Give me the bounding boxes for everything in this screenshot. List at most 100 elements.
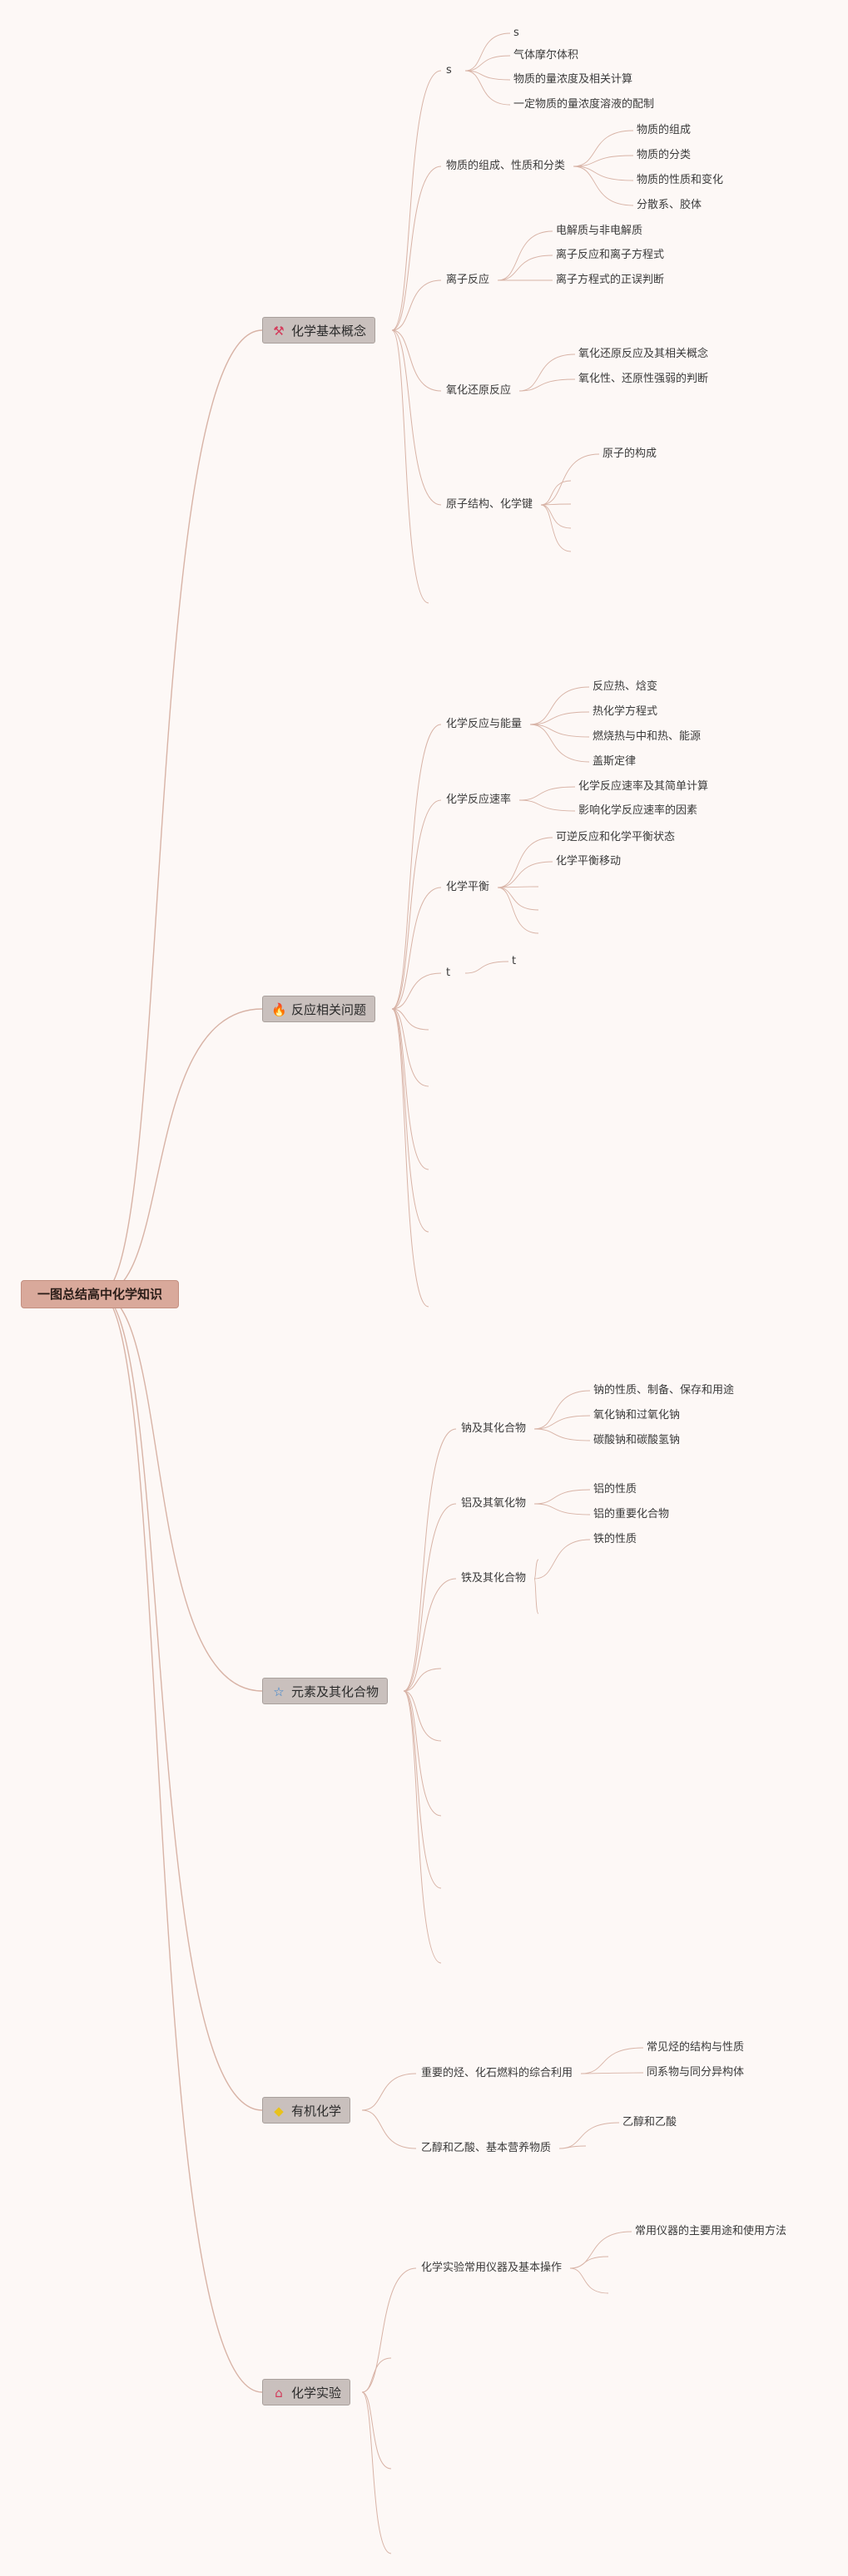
leaf-topic[interactable]: 化学反应速率及其简单计算 xyxy=(578,780,709,793)
connector-line xyxy=(580,2047,644,2074)
home-icon: ⌂ xyxy=(275,2386,283,2400)
subtopic[interactable]: 铝及其氧化物 xyxy=(461,1497,527,1510)
connector-line xyxy=(533,1390,591,1430)
connector-line xyxy=(391,329,429,604)
leaf-topic[interactable]: 氧化还原反应及其相关概念 xyxy=(578,348,709,360)
leaf-topic[interactable]: 常用仪器的主要用途和使用方法 xyxy=(635,2225,787,2237)
connector-line xyxy=(403,1578,457,1692)
connector-line xyxy=(391,279,442,331)
subtopic[interactable]: 化学反应与能量 xyxy=(446,718,523,730)
leaf-topic[interactable]: 盖斯定律 xyxy=(593,755,637,768)
leaf-topic[interactable]: 物质的性质和变化 xyxy=(637,174,724,186)
subtopic[interactable]: 原子结构、化学键 xyxy=(446,498,533,511)
leaf-topic[interactable]: t xyxy=(512,955,517,967)
leaf-topic[interactable]: 物质的分类 xyxy=(637,149,692,161)
connector-line xyxy=(99,329,263,1295)
leaf-topic[interactable]: 影响化学反应速率的因素 xyxy=(578,804,698,817)
connector-line xyxy=(533,1503,591,1515)
leaf-topic[interactable]: 钠的性质、制备、保存和用途 xyxy=(593,1384,735,1397)
subtopic[interactable]: 重要的烃、化石燃料的综合利用 xyxy=(421,2067,573,2079)
connector-line xyxy=(403,1503,457,1692)
connector-line xyxy=(569,2231,632,2269)
branch-topic[interactable]: ◆ 有机化学 xyxy=(262,2097,351,2124)
leaf-topic[interactable]: 氧化钠和过氧化钠 xyxy=(593,1409,681,1421)
connector-line xyxy=(464,70,511,106)
connector-line xyxy=(464,32,511,72)
connector-line xyxy=(99,1293,263,2393)
connector-line xyxy=(529,724,590,738)
subtopic[interactable]: 物质的组成、性质和分类 xyxy=(446,160,566,172)
connector-line xyxy=(573,166,634,206)
branch-topic[interactable]: ☆元素及其化合物 xyxy=(262,1678,389,1704)
connector-line xyxy=(391,1008,429,1170)
connector-line xyxy=(391,1008,429,1087)
connector-line xyxy=(529,724,590,763)
connector-line xyxy=(573,155,634,167)
leaf-topic[interactable]: 物质的量浓度及相关计算 xyxy=(513,73,633,86)
connector-line xyxy=(533,1428,591,1441)
leaf-topic[interactable]: 铝的重要化合物 xyxy=(593,1508,670,1520)
leaf-topic[interactable]: 乙醇和乙酸 xyxy=(622,2116,677,2129)
leaf-topic[interactable]: 电解质与非电解质 xyxy=(556,225,643,237)
connector-line xyxy=(464,961,509,974)
subtopic[interactable]: 铁及其化合物 xyxy=(461,1572,527,1585)
connector-line xyxy=(518,786,576,801)
connector-line xyxy=(391,1008,429,1031)
connector-line xyxy=(361,2109,417,2149)
leaf-topic[interactable]: 同系物与同分异构体 xyxy=(647,2066,745,2079)
leaf-topic[interactable]: 物质的组成 xyxy=(637,124,692,136)
subtopic[interactable]: 乙醇和乙酸、基本营养物质 xyxy=(421,2142,552,2154)
connector-line xyxy=(558,2145,587,2149)
root-topic[interactable]: 一图总结高中化学知识 xyxy=(21,1280,179,1308)
leaf-topic[interactable]: 离子方程式的正误判断 xyxy=(556,274,665,286)
leaf-topic[interactable]: 铁的性质 xyxy=(593,1533,637,1545)
leaf-topic[interactable]: s xyxy=(513,27,519,39)
connector-line xyxy=(391,70,442,331)
subtopic[interactable]: 化学反应速率 xyxy=(446,794,512,806)
connector-line xyxy=(361,2357,392,2393)
subtopic[interactable]: 离子反应 xyxy=(446,274,490,286)
leaf-topic[interactable]: 一定物质的量浓度溶液的配制 xyxy=(513,98,655,111)
subtopic[interactable]: t xyxy=(446,967,451,979)
subtopic[interactable]: 钠及其化合物 xyxy=(461,1422,527,1435)
branch-topic-label: 有机化学 xyxy=(291,2104,342,2119)
leaf-topic[interactable]: 碳酸钠和碳酸氢钠 xyxy=(593,1434,681,1446)
leaf-topic[interactable]: 氧化性、还原性强弱的判断 xyxy=(578,373,709,385)
connector-line xyxy=(518,378,576,392)
leaf-topic[interactable]: 可逆反应和化学平衡状态 xyxy=(556,831,676,843)
branch-topic[interactable]: 🔥反应相关问题 xyxy=(262,996,376,1022)
connector-line xyxy=(540,503,572,506)
connector-line xyxy=(391,887,442,1010)
branch-topic-label: 元素及其化合物 xyxy=(291,1684,379,1699)
subtopic[interactable]: 化学平衡 xyxy=(446,881,490,893)
connector-line xyxy=(403,1690,442,1964)
subtopic[interactable]: s xyxy=(446,64,452,77)
connector-line xyxy=(497,230,553,281)
leaf-topic[interactable]: 化学平衡移动 xyxy=(556,855,622,868)
connector-line xyxy=(99,1293,263,2111)
leaf-topic[interactable]: 常见烃的结构与性质 xyxy=(647,2041,745,2054)
leaf-topic[interactable]: 离子反应和离子方程式 xyxy=(556,249,665,261)
connector-line xyxy=(403,1428,457,1692)
branch-topic[interactable]: ⚒化学基本概念 xyxy=(262,317,376,344)
branch-topic-label: 化学实验 xyxy=(291,2386,342,2400)
subtopic[interactable]: 氧化还原反应 xyxy=(446,384,512,397)
leaf-topic[interactable]: 分散系、胶体 xyxy=(637,199,702,211)
connector-line xyxy=(518,799,576,812)
connector-line xyxy=(497,861,553,888)
leaf-topic[interactable]: 燃烧热与中和热、能源 xyxy=(593,730,702,743)
leaf-topic[interactable]: 反应热、焓变 xyxy=(593,680,658,693)
connector-line xyxy=(99,1293,263,1692)
connector-line xyxy=(464,55,511,72)
leaf-topic[interactable]: 热化学方程式 xyxy=(593,705,658,718)
connector-line xyxy=(533,1578,539,1614)
leaf-topic[interactable]: 铝的性质 xyxy=(593,1483,637,1496)
gem-icon: ◆ xyxy=(274,2104,284,2119)
connector-line xyxy=(533,1489,591,1505)
connector-line xyxy=(573,130,634,167)
subtopic[interactable]: 化学实验常用仪器及基本操作 xyxy=(421,2262,563,2274)
leaf-topic[interactable]: 气体摩尔体积 xyxy=(513,49,579,62)
branch-topic[interactable]: ⌂ 化学实验 xyxy=(262,2379,351,2405)
leaf-topic[interactable]: 原子的构成 xyxy=(603,447,657,460)
connector-line xyxy=(403,1690,442,1817)
